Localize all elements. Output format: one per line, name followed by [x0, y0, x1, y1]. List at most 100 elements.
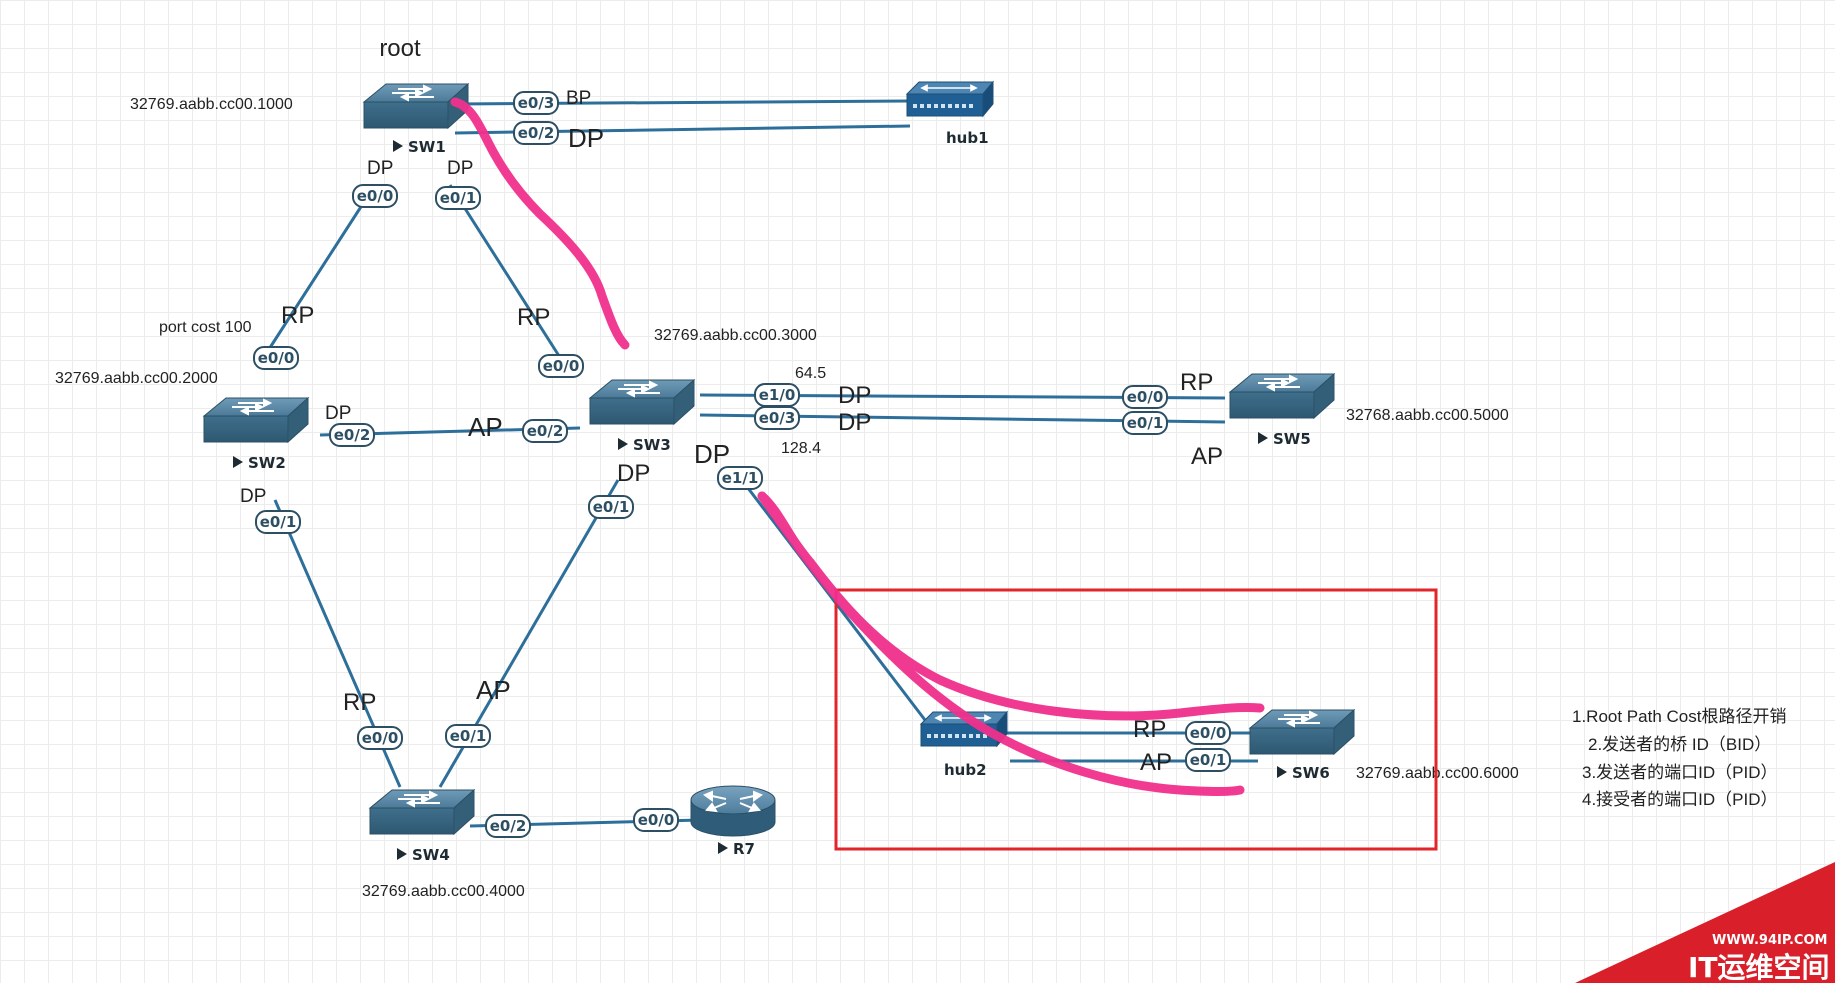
port-sw3-e01[interactable]: e0/1 [588, 495, 634, 519]
port-sw4-e01[interactable]: e0/1 [445, 724, 491, 748]
criteria-item: 1.Root Path Cost根路径开销 [1572, 707, 1786, 726]
switch-icon [203, 397, 309, 443]
role-sw1-e03: BP [566, 88, 591, 109]
root-label: root [379, 35, 421, 62]
play-icon [397, 848, 407, 860]
svg-text:e0/0: e0/0 [543, 357, 580, 375]
port-cost-note: port cost 100 [159, 319, 252, 336]
port-sw6-e01[interactable]: e0/1 [1185, 748, 1231, 772]
role-sw1-e01: DP [447, 158, 473, 179]
play-icon [393, 140, 403, 152]
port-sw1-e03[interactable]: e0/3 [513, 91, 559, 115]
device-sw5[interactable]: SW5 [1229, 373, 1335, 448]
port-sw3-e00[interactable]: e0/0 [538, 354, 584, 378]
role-sw6-e01: AP [1140, 749, 1172, 776]
device-sw4[interactable]: SW4 [369, 789, 475, 864]
pid-note-e03: 128.4 [781, 440, 821, 457]
device-name: hub1 [946, 129, 989, 147]
port-sw4-e00[interactable]: e0/0 [357, 726, 403, 750]
watermark-banner [1575, 862, 1835, 983]
switch-icon [1229, 373, 1335, 419]
port-sw3-e03[interactable]: e0/3 [754, 406, 800, 430]
role-sw4-e01: AP [476, 675, 511, 705]
role-sw3-e01: DP [617, 460, 650, 487]
switch-icon [589, 379, 695, 425]
role-sw1-e00: DP [367, 158, 393, 179]
play-icon [1277, 766, 1287, 778]
device-name: SW4 [412, 846, 450, 864]
port-sw1-e00[interactable]: e0/0 [352, 184, 398, 208]
svg-text:e1/0: e1/0 [759, 386, 796, 404]
bid-sw2: 32769.aabb.cc00.2000 [55, 370, 218, 387]
device-name: SW1 [408, 138, 446, 156]
role-sw3-e10: DP [838, 382, 871, 409]
device-name: SW6 [1292, 764, 1330, 782]
bid-sw3: 32769.aabb.cc00.3000 [654, 327, 817, 344]
switch-icon [369, 789, 475, 835]
role-labels: root BP DP DP DP RP RP DP AP DP DP DP DP… [240, 35, 1223, 776]
port-sw5-e00[interactable]: e0/0 [1122, 385, 1168, 409]
port-sw4-e02[interactable]: e0/2 [485, 814, 531, 838]
role-sw2-sw3-link: AP [468, 412, 503, 442]
port-sw2-e02[interactable]: e0/2 [329, 423, 375, 447]
svg-text:e0/1: e0/1 [260, 513, 297, 531]
role-sw6-e00: RP [1133, 716, 1166, 743]
role-sw5-e01: AP [1191, 443, 1223, 470]
svg-text:e0/2: e0/2 [518, 124, 555, 142]
device-sw3[interactable]: SW3 [589, 379, 695, 454]
watermark-text: IT运维空间 [1688, 951, 1830, 983]
router-icon [690, 785, 776, 837]
port-sw5-e01[interactable]: e0/1 [1122, 411, 1168, 435]
link-sw1-sw3 [448, 184, 570, 371]
port-sw3-e02[interactable]: e0/2 [522, 419, 568, 443]
svg-text:e0/1: e0/1 [593, 498, 630, 516]
bid-sw4: 32769.aabb.cc00.4000 [362, 883, 525, 900]
switch-icon [1249, 709, 1355, 755]
criteria-item: 2.发送者的桥 ID（BID） [1588, 735, 1771, 754]
pen-stroke-root-path [450, 97, 630, 350]
svg-text:e0/3: e0/3 [759, 409, 796, 427]
port-sw2-e01[interactable]: e0/1 [255, 510, 301, 534]
selection-criteria: 1.Root Path Cost根路径开销 2.发送者的桥 ID（BID） 3.… [1572, 707, 1786, 809]
link-sw1-sw2 [260, 184, 377, 361]
svg-text:e0/1: e0/1 [450, 727, 487, 745]
device-hub2[interactable]: hub2 [920, 711, 1008, 779]
role-sw2-e00: RP [281, 302, 314, 329]
bridge-ids: 32769.aabb.cc00.1000 32769.aabb.cc00.200… [55, 96, 1519, 900]
svg-text:e0/1: e0/1 [440, 189, 477, 207]
svg-text:e0/0: e0/0 [357, 187, 394, 205]
play-icon [718, 842, 728, 854]
bid-sw5: 32768.aabb.cc00.5000 [1346, 407, 1509, 424]
svg-text:e0/3: e0/3 [518, 94, 555, 112]
port-sw3-e10[interactable]: e1/0 [754, 383, 800, 407]
highlight-box [834, 588, 1438, 851]
role-sw2-e02: DP [325, 403, 351, 424]
port-labels: e0/3 e0/2 e0/0 e0/1 e0/0 e0/2 e0/1 e0/0 [253, 91, 1231, 838]
device-sw1[interactable]: SW1 [363, 83, 469, 156]
watermark: WWW.94IP.COM IT运维空间 [1575, 862, 1835, 983]
port-sw2-e00[interactable]: e0/0 [253, 346, 299, 370]
svg-text:e0/0: e0/0 [362, 729, 399, 747]
device-sw2[interactable]: SW2 [203, 397, 309, 472]
port-sw1-e02[interactable]: e0/2 [513, 121, 559, 145]
role-sw3-e00: RP [517, 304, 550, 331]
bid-sw1: 32769.aabb.cc00.1000 [130, 96, 293, 113]
play-icon [618, 438, 628, 450]
switch-icon [363, 83, 469, 129]
svg-text:e0/0: e0/0 [258, 349, 295, 367]
role-sw2-e01: DP [240, 486, 266, 507]
device-r7[interactable]: R7 [690, 785, 776, 858]
play-icon [233, 456, 243, 468]
device-name: SW2 [248, 454, 286, 472]
port-sw6-e00[interactable]: e0/0 [1185, 721, 1231, 745]
port-sw1-e01[interactable]: e0/1 [435, 186, 481, 210]
device-sw6[interactable]: SW6 [1249, 709, 1355, 782]
svg-text:e0/1: e0/1 [1190, 751, 1227, 769]
device-name: SW5 [1273, 430, 1311, 448]
role-sw1-e02: DP [568, 123, 604, 153]
pen-stroke-ap [757, 491, 1245, 796]
port-sw3-e11[interactable]: e1/1 [717, 466, 763, 490]
device-hub1[interactable]: hub1 [906, 81, 994, 147]
svg-text:e0/2: e0/2 [334, 426, 371, 444]
port-r7-e00[interactable]: e0/0 [633, 808, 679, 832]
